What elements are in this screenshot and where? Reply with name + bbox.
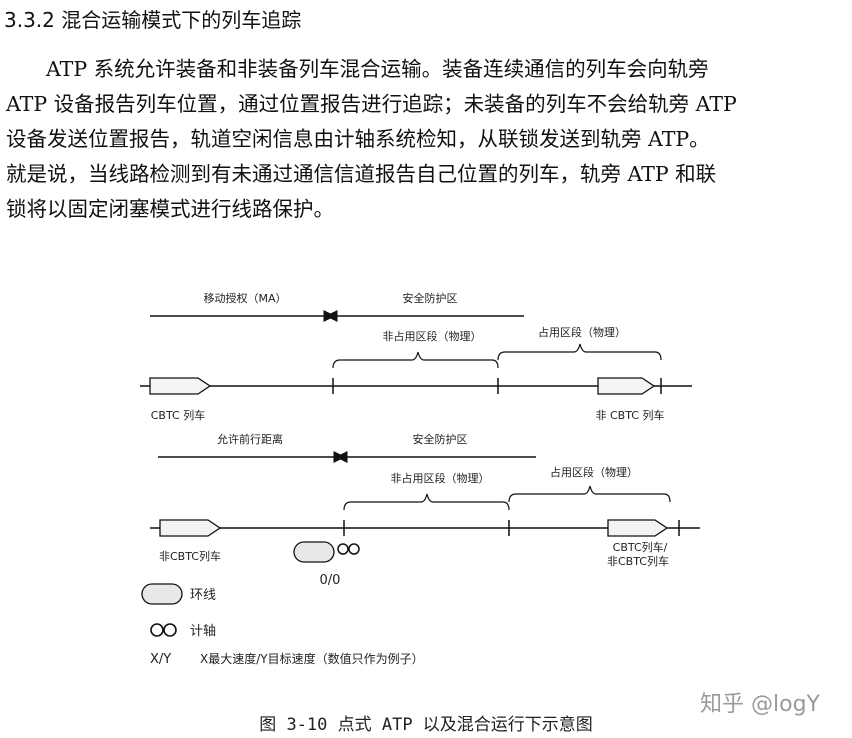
paragraph-line: ATP 设备报告列车位置，通过位置报告进行追踪；未装备的列车不会给轨旁 ATP [6,92,737,116]
non-occupied-brace [343,493,510,511]
non-cbtc-train-icon [159,519,222,537]
section-heading: 3.3.2 混合运输模式下的列车追踪 [4,8,302,32]
occupied-brace [497,343,662,361]
speed-value: 0/0 [320,573,341,588]
safety-zone-label: 安全防护区 [403,291,458,305]
axle-counter-icon [150,623,177,637]
non-cbtc-train-label: 非 CBTC 列车 [596,408,665,422]
bottom-diagram: 允许前行距离 安全防护区 非占用区段（物理） 占用区段（物理） 非CBTC列车 … [150,432,700,588]
legend: 环线 计轴 X/Y X最大速度/Y目标速度（数值只作为例子） [141,583,424,667]
paragraph-line: 锁将以固定闭塞模式进行线路保护。 [6,197,334,221]
paragraph-line: 设备发送位置报告，轨道空闲信息由计轴系统检知，从联锁发送到轨旁 ATP。 [6,127,710,151]
cbtc-or-non-cbtc-train-icon [607,519,669,537]
non-occupied-label: 非占用区段（物理） [391,471,490,485]
non-cbtc-train-icon [597,377,656,395]
top-diagram: 移动授权（MA） 安全防护区 非占用区段（物理） 占用区段（物理） CBTC 列… [140,291,692,422]
paragraph-line: ATP 系统允许装备和非装备列车混合运输。装备连续通信的列车会向轨旁 [46,57,709,81]
loop-icon [141,583,183,605]
non-occupied-brace [332,351,499,369]
axle-counter-icon [337,543,360,555]
legend-speed-desc: X最大速度/Y目标速度（数值只作为例子） [200,651,424,666]
cbtc-train-label: CBTC 列车 [151,408,205,422]
mixed-train-label-1: CBTC列车/ [613,540,668,554]
figure-caption: 图 3-10 点式 ATP 以及混合运行下示意图 [259,715,593,735]
watermark: 知乎 @logY [700,692,820,717]
non-cbtc-train-label: 非CBTC列车 [159,549,221,563]
occupied-brace [508,485,671,503]
cbtc-train-icon [149,377,212,395]
legend-axle-counter-label: 计轴 [190,624,216,639]
mixed-train-label-2: 非CBTC列车 [607,554,669,568]
non-occupied-label: 非占用区段（物理） [383,329,482,343]
occupied-label: 占用区段（物理） [538,325,626,339]
legend-speed-symbol: X/Y [150,652,171,667]
loop-icon [293,541,335,563]
paragraph-line: 就是说，当线路检测到有未通过通信信道报告自己位置的列车，轨旁 ATP 和联 [6,162,717,186]
safety-zone-label: 安全防护区 [413,432,468,446]
legend-loop-label: 环线 [190,588,216,603]
occupied-label: 占用区段（物理） [550,465,638,479]
ma-label: 移动授权（MA） [203,291,286,305]
body-paragraph: ATP 系统允许装备和非装备列车混合运输。装备连续通信的列车会向轨旁 ATP 设… [6,52,846,227]
allowed-distance-label: 允许前行距离 [217,432,283,446]
